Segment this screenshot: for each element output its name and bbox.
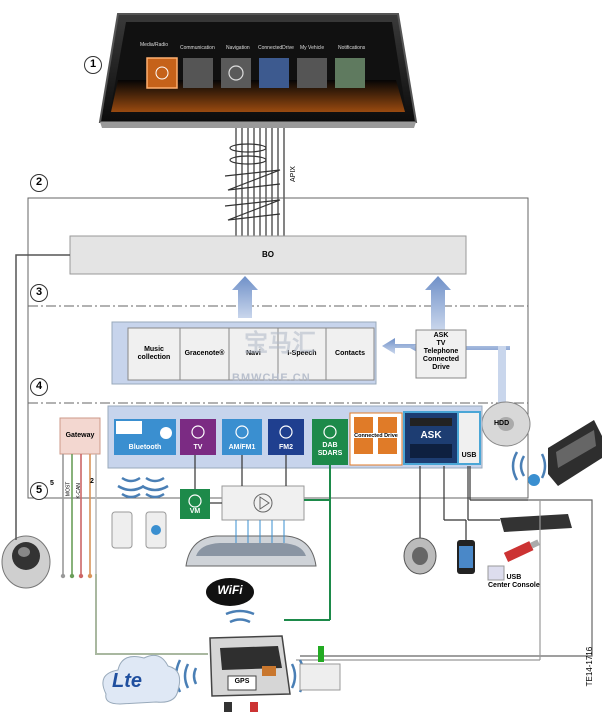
controller-link: [15, 254, 70, 540]
screen-menu-mediaradio: Media/Radio: [140, 42, 169, 48]
service-music-collection: Music collection: [137, 346, 171, 362]
lte-cloud: [102, 654, 181, 705]
usb-tile: [457, 411, 481, 465]
tv-label: TV: [193, 444, 203, 451]
dab-tile: [312, 419, 348, 465]
fm2-label: FM2: [279, 444, 293, 451]
telephone-cradle: [528, 420, 602, 486]
screen-menu-communication: Communication: [180, 45, 215, 51]
internal-links: [194, 455, 528, 540]
gateway-label: Gateway: [65, 432, 95, 439]
services-inner: [127, 327, 375, 381]
bus-label-2: 2: [90, 478, 94, 485]
wifi-waves: [225, 609, 255, 624]
bus-label-most: MOST: [65, 481, 72, 497]
telematic-unit: [209, 635, 291, 712]
connected-drive-label: Connected Drive: [354, 433, 398, 439]
tuner-icons: [191, 425, 337, 439]
bo-label: BO: [262, 250, 274, 259]
callout-3: 3: [30, 284, 48, 302]
vm-tile: [180, 489, 210, 519]
usb-label: USB: [461, 452, 477, 459]
ask-label: ASK: [420, 430, 442, 441]
watermark-cn: 宝马汇: [244, 330, 316, 357]
smartphone-1: [111, 511, 133, 549]
idrive-controller: [1, 535, 51, 589]
fm2-tile: [268, 419, 304, 455]
service-contacts: Contacts: [335, 350, 365, 357]
sim-card: [299, 663, 341, 691]
bluetooth-label: Bluetooth: [128, 444, 162, 451]
screen-menu-notifications: Notifications: [338, 45, 366, 51]
screen-menu-connecteddrive: ConnectedDrive: [258, 45, 294, 51]
callout-4: 4: [30, 378, 48, 396]
screen-menu-myvehicle: My Vehicle: [300, 45, 325, 51]
hdd-link: [498, 346, 506, 408]
amfm1-label: AM/FM1: [228, 444, 256, 451]
dab-label: DAB SDARS: [317, 442, 343, 458]
speaker-icon: [403, 537, 437, 575]
usb-center-console-label: USB Center Console: [488, 574, 540, 590]
usb-device-icon: [487, 565, 505, 581]
bus-label-5: 5: [50, 480, 54, 487]
cradle-waves: [511, 451, 547, 481]
bluetooth-waves: [117, 476, 169, 499]
hdd-label: HDD: [494, 420, 510, 427]
apix-label: APIX: [289, 166, 297, 182]
display-app-tiles: [146, 57, 365, 89]
service-gracenote: Gracenote®: [184, 350, 225, 357]
service-navi: Navi: [246, 350, 261, 357]
car-rear-antenna: [185, 520, 317, 567]
wifi-badge: [206, 578, 254, 606]
tv-tile: [180, 419, 216, 455]
right-gps-link: [300, 499, 593, 657]
vm-label: VM: [189, 508, 201, 515]
watermark-en: BMWCHE.CN: [232, 372, 311, 384]
ask-group-label: ASK TV Telephone Connected Drive: [422, 332, 460, 372]
ask-group-box: [415, 329, 467, 379]
gps-label: GPS: [234, 678, 250, 685]
gateway-gps-link: [95, 574, 208, 655]
screen-menu-navigation: Navigation: [226, 45, 250, 51]
bus-label-kcan: K-CAN: [75, 483, 82, 499]
media-switch-box: [221, 485, 305, 521]
central-display: [98, 13, 418, 128]
sim-antenna: [318, 646, 324, 662]
apix-cable-bundle: [224, 128, 285, 236]
amfm1-tile: [222, 419, 262, 455]
hdd-disk: [481, 401, 531, 447]
gateway-box: [59, 417, 101, 455]
callout-2: 2: [30, 174, 48, 192]
wifi-label: WiFi: [217, 583, 243, 597]
usb-stick-icon: [503, 539, 540, 562]
lte-label: Lte: [112, 670, 142, 692]
usb-port-center-console: [500, 514, 572, 532]
callout-5: 5: [30, 482, 48, 500]
callout-1: 1: [84, 56, 102, 74]
figure-id: TE14-1716: [585, 646, 595, 687]
service-ispeech: I-Speech: [287, 350, 317, 357]
bus-wires: [60, 454, 97, 579]
